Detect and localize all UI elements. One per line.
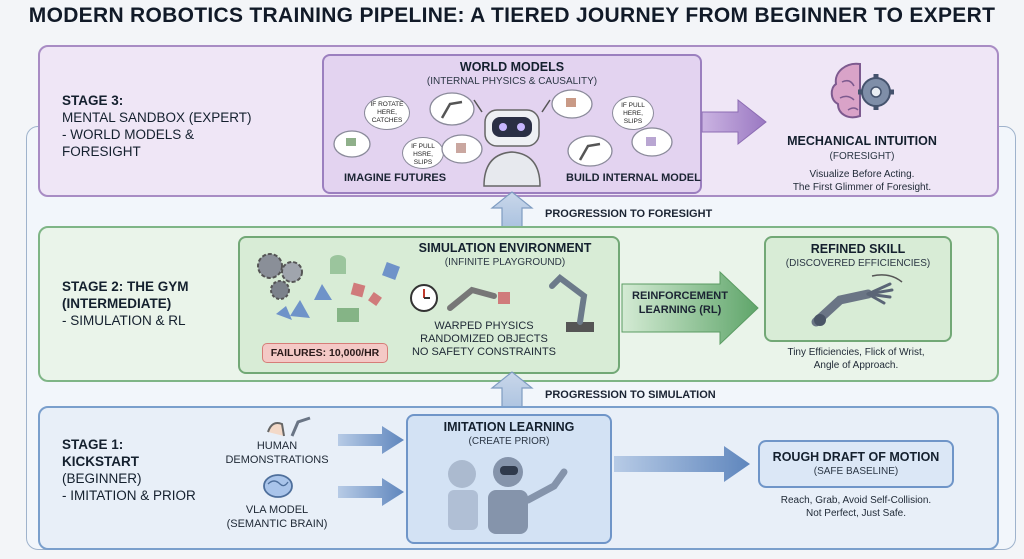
stage-3-name: MENTAL SANDBOX (EXPERT) [62,110,252,125]
thought-bubble-3: IF PULL HERE, SLIPS [612,96,654,130]
world-models-subtitle: (INTERNAL PHYSICS & CAUSALITY) [426,76,598,87]
brain-gear-icon [830,62,894,119]
rough-draft-subtitle: (SAFE BASELINE) [813,466,899,477]
rl-label-2: LEARNING (RL) [638,304,722,316]
progression-foresight-label: PROGRESSION TO FORESIGHT [545,208,713,220]
imitation-learning-subtitle: (CREATE PRIOR) [468,436,550,447]
mechanical-intuition-subtitle: (FORESIGHT) [829,151,895,162]
refined-skill-title: REFINED SKILL [810,242,906,256]
refined-skill-subtitle: (DISCOVERED EFFICIENCIES) [785,258,931,269]
human-demo-icon [267,416,311,437]
thought-bubble-1: IF ROTATE HERE, CATCHES [364,96,410,130]
build-internal-model-label: BUILD INTERNAL MODEL [566,172,701,184]
rough-draft-title: ROUGH DRAFT OF MOTION [772,450,940,464]
stage-2-heading: STAGE 2: THE GYM [62,278,189,295]
mechanical-intuition-title: MECHANICAL INTUITION [787,134,937,148]
stage-2-level: (INTERMEDIATE) [62,296,172,311]
stage-2-heading-name: THE GYM [127,279,189,294]
stage-2-desc: - SIMULATION & RL [62,313,186,328]
stage-1-heading: STAGE 1: [62,437,124,452]
input-vla-line-2: (SEMANTIC BRAIN) [226,518,328,530]
rough-draft-note-2: Not Perfect, Just Safe. [805,508,907,519]
input-arrows [338,426,404,506]
input-vla-line-1: VLA MODEL [245,504,309,516]
robotic-hand-icon [811,274,903,327]
mechanical-intuition-note-2: The First Glimmer of Foresight. [792,182,932,193]
stage-3-desc: - WORLD MODELS & [62,127,195,142]
page-title: MODERN ROBOTICS TRAINING PIPELINE: A TIE… [28,4,996,27]
rough-draft-note-1: Reach, Grab, Avoid Self-Collision. [780,495,932,506]
rl-arrow [621,270,759,346]
vla-brain-icon [263,474,293,498]
rough-draft-box [758,440,954,488]
sim-list-randomized-objects: RANDOMIZED OBJECTS [420,333,548,345]
imitation-output-arrow [614,446,750,482]
stage-2-heading-label: STAGE 2: [62,279,124,294]
rl-label-1: REINFORCEMENT [632,290,728,302]
mechanical-intuition-note-1: Visualize Before Acting. [809,169,915,180]
input-human-line-1: HUMAN [256,440,298,452]
stage-3-output-arrow [701,98,767,146]
refined-skill-box [764,236,952,342]
stage-3-heading: STAGE 3: [62,93,124,108]
sim-list-warped-physics: WARPED PHYSICS [434,320,534,332]
imagine-futures-label: IMAGINE FUTURES [344,172,447,184]
imitation-illustration [448,457,568,534]
simulation-environment-subtitle: (INFINITE PLAYGROUND) [444,257,566,268]
stage-1-name: KICKSTART [62,454,139,469]
input-human-line-2: DEMONSTRATIONS [225,454,329,466]
world-models-title: WORLD MODELS [459,60,565,74]
refined-skill-note-1: Tiny Efficiencies, Flick of Wrist, [787,347,925,358]
refined-skill-note-2: Angle of Approach. [813,360,899,371]
stage-1-level: (BEGINNER) [62,471,142,486]
failures-badge: FAILURES: 10,000/HR [262,343,388,363]
sim-list-no-safety: NO SAFETY CONSTRAINTS [411,346,557,358]
world-models-illustration [333,89,673,187]
stage-3-desc-2: FORESIGHT [62,144,141,159]
progression-simulation-label: PROGRESSION TO SIMULATION [545,389,716,401]
simulation-objects-illustration [257,253,594,332]
simulation-environment-title: SIMULATION ENVIRONMENT [418,241,592,255]
stage-1-desc: - IMITATION & PRIOR [62,488,196,503]
imitation-learning-title: IMITATION LEARNING [443,420,575,434]
thought-bubble-2: IF PULL HSRE, SLIPS [402,137,444,169]
